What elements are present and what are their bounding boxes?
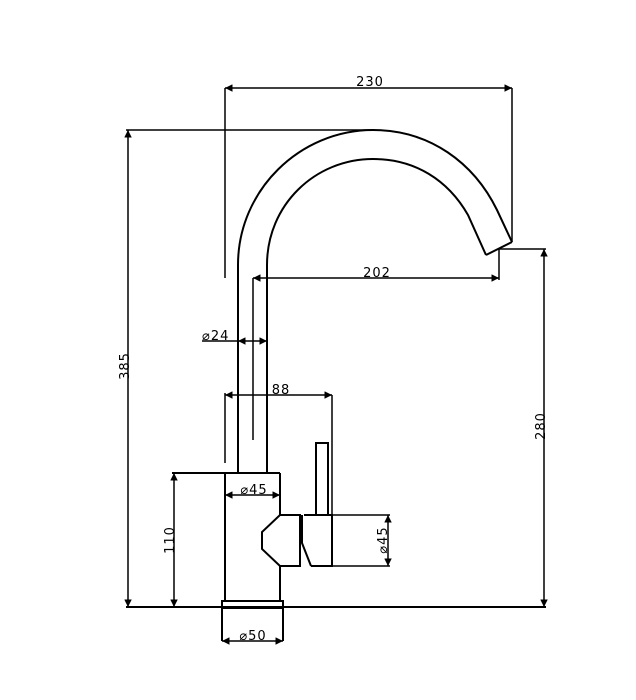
svg-text:⌀45: ⌀45 xyxy=(240,483,267,498)
handle-knob xyxy=(261,514,301,567)
dimension-385: 385 xyxy=(118,129,373,607)
handle-lever xyxy=(315,442,329,516)
dimension-body-diameter: ⌀45 xyxy=(225,483,280,499)
svg-text:280: 280 xyxy=(534,412,549,440)
svg-text:⌀24: ⌀24 xyxy=(202,329,229,344)
svg-text:110: 110 xyxy=(163,526,178,554)
dimension-handle-diameter: ⌀45 xyxy=(332,514,392,567)
svg-text:⌀45: ⌀45 xyxy=(376,526,391,553)
handle xyxy=(261,442,333,567)
dimension-280: 280 xyxy=(499,248,549,607)
spout-inner-curve xyxy=(266,157,487,473)
svg-text:230: 230 xyxy=(356,75,384,90)
svg-text:88: 88 xyxy=(272,383,291,398)
spout xyxy=(237,128,513,473)
svg-text:385: 385 xyxy=(118,352,133,380)
svg-text:⌀50: ⌀50 xyxy=(239,629,266,644)
dimension-202: 202 xyxy=(252,249,500,440)
dimension-pipe-diameter: ⌀24 xyxy=(202,329,267,345)
svg-text:202: 202 xyxy=(363,266,391,281)
faucet-body xyxy=(172,472,284,641)
dimension-88: 88 xyxy=(224,383,333,515)
spout-outer-curve xyxy=(237,128,513,473)
dimension-110: 110 xyxy=(163,473,178,607)
dimension-base-diameter: ⌀50 xyxy=(222,629,283,645)
dimension-230: 230 xyxy=(224,75,513,278)
